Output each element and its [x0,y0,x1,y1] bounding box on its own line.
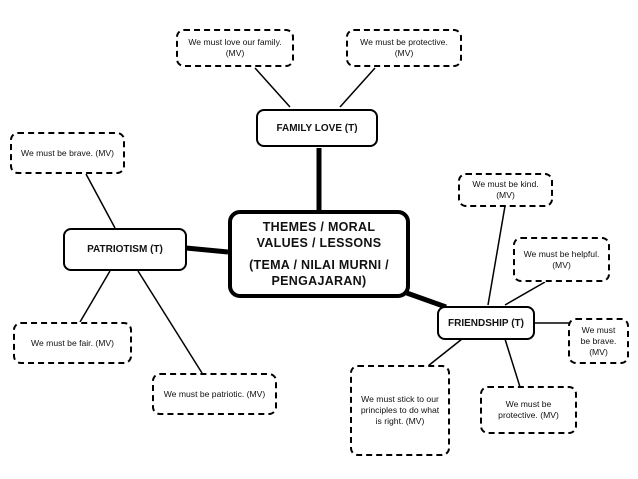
value-text-line: protective. (MV) [498,410,559,420]
value-helpful: We must be helpful. (MV) [513,237,610,282]
value-protective-family: We must be protective. (MV) [346,29,462,67]
value-principles: We must stick to our principles to do wh… [350,365,450,456]
theme-family-love: FAMILY LOVE (T) [256,109,378,147]
value-text-line: We must be protective. [360,37,448,47]
value-protective-friend: We must be protective. (MV) [480,386,577,434]
connector-friend-principles [427,338,463,367]
connector-patriot-fair [79,270,111,323]
theme-patriotism: PATRIOTISM (T) [63,228,187,271]
central-topic-line-4: PENGAJARAN) [271,274,367,288]
connector-friend-kind [487,205,506,306]
central-topic-line-2: VALUES / LESSONS [256,236,382,250]
value-text-line: We must love our family. [188,37,282,47]
central-topic-box: THEMES / MORAL VALUES / LESSONS (TEMA / … [228,210,410,298]
theme-friendship: FRIENDSHIP (T) [437,306,535,340]
value-love-family: We must love our family. (MV) [176,29,294,67]
connector-center-friendship [403,289,447,310]
value-text-line: (MV) [394,48,414,58]
value-text-line: (MV) [225,48,245,58]
connector-friend-protective [504,338,521,388]
value-text-line: be brave. [580,335,617,346]
connector-family-love [254,67,291,108]
value-text-line: (MV) [552,259,571,270]
connector-friend-helpful [504,281,546,306]
connector-family-protective [339,67,376,108]
value-fair: We must be fair. (MV) [13,322,132,364]
connector-patriot-brave [85,173,116,229]
value-text-line: We must be kind. [472,179,539,189]
value-brave-friend: We must be brave. (MV) [568,318,629,364]
value-brave-patriot: We must be brave. (MV) [10,132,125,174]
value-text-line: (MV) [496,190,515,200]
value-text-line: is right. (MV) [375,416,425,426]
value-text-line: principles to do what [360,405,440,415]
value-text-line: We must [581,324,616,335]
theme-patriotism-label: PATRIOTISM (T) [87,244,163,255]
central-topic-line-1: THEMES / MORAL [262,220,376,234]
value-text-line: We must stick to our [361,394,439,404]
theme-family-love-label: FAMILY LOVE (T) [276,122,358,134]
central-topic-line-3: (TEMA / NILAI MURNI / [249,258,389,272]
value-text-line: (MV) [589,346,608,357]
theme-friendship-label: FRIENDSHIP (T) [448,317,524,329]
value-text-line: We must be helpful. [523,248,600,259]
connector-center-patriotism [185,245,229,255]
value-patriotic: We must be patriotic. (MV) [152,373,277,415]
value-text-line: We must be patriotic. (MV) [163,388,266,399]
value-text-line: We must be brave. (MV) [21,147,114,158]
value-text-line: We must be [505,399,552,409]
value-text-line: We must be fair. (MV) [31,337,114,348]
value-kind: We must be kind. (MV) [458,173,553,207]
connector-patriot-patriotic [137,270,203,374]
